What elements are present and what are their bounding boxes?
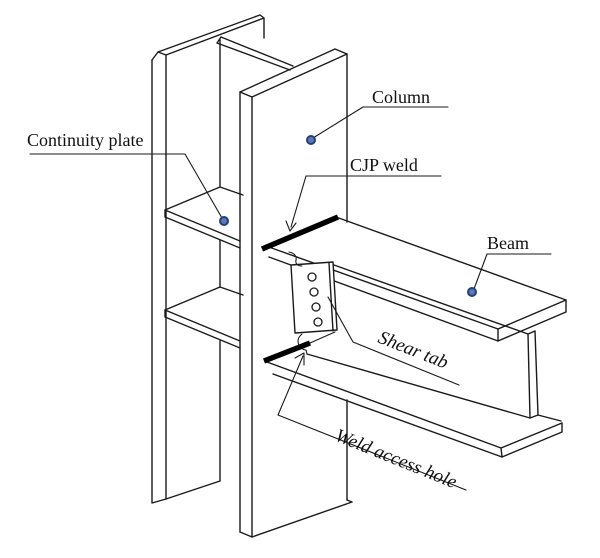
- shear-tab-plate: [290, 261, 338, 334]
- callout-continuity-plate: Continuity plate: [27, 130, 229, 226]
- callout-dot: [467, 287, 477, 297]
- beam-bottom-flange: [266, 331, 563, 458]
- bolt-hole-2: [309, 287, 319, 297]
- bolt-hole-3: [311, 302, 321, 312]
- leader-line: [277, 355, 467, 491]
- callout-cjp-weld: CJP weld: [285, 155, 442, 232]
- leader-line: [312, 106, 449, 139]
- leader-line: [473, 253, 552, 290]
- callout-dot: [219, 216, 229, 226]
- label-cjp-weld: CJP weld: [350, 155, 418, 175]
- callout-beam: Beam: [467, 233, 552, 297]
- column-web: [216, 36, 294, 482]
- column-structure: [151, 14, 353, 538]
- label-continuity-plate: Continuity plate: [27, 130, 144, 150]
- leader-line: [29, 153, 223, 219]
- bolt-hole-1: [307, 272, 317, 282]
- callout-dot: [306, 135, 316, 145]
- callout-weld-access-hole: Weld access hole: [277, 352, 467, 493]
- leader-line: [327, 296, 460, 386]
- label-column: Column: [372, 87, 430, 107]
- bolt-hole-4: [313, 317, 323, 327]
- weld-access-hole-top-notch: [288, 251, 303, 267]
- cjp-weld-bottom-mark: [262, 340, 312, 364]
- column-front-flange: [239, 48, 353, 538]
- continuity-plate-upper: [164, 186, 244, 249]
- beam-structure: [260, 214, 567, 458]
- callout-shear-tab: Shear tab: [327, 296, 460, 386]
- arrowhead: [285, 220, 297, 232]
- callout-column: Column: [306, 87, 449, 145]
- column-rear-flange: [151, 14, 265, 504]
- cjp-weld-top-mark: [260, 214, 340, 252]
- label-beam: Beam: [487, 233, 529, 253]
- beam-web: [306, 264, 539, 419]
- arrowhead: [294, 352, 305, 366]
- leader-line: [290, 175, 442, 228]
- continuity-plate-lower: [164, 286, 244, 349]
